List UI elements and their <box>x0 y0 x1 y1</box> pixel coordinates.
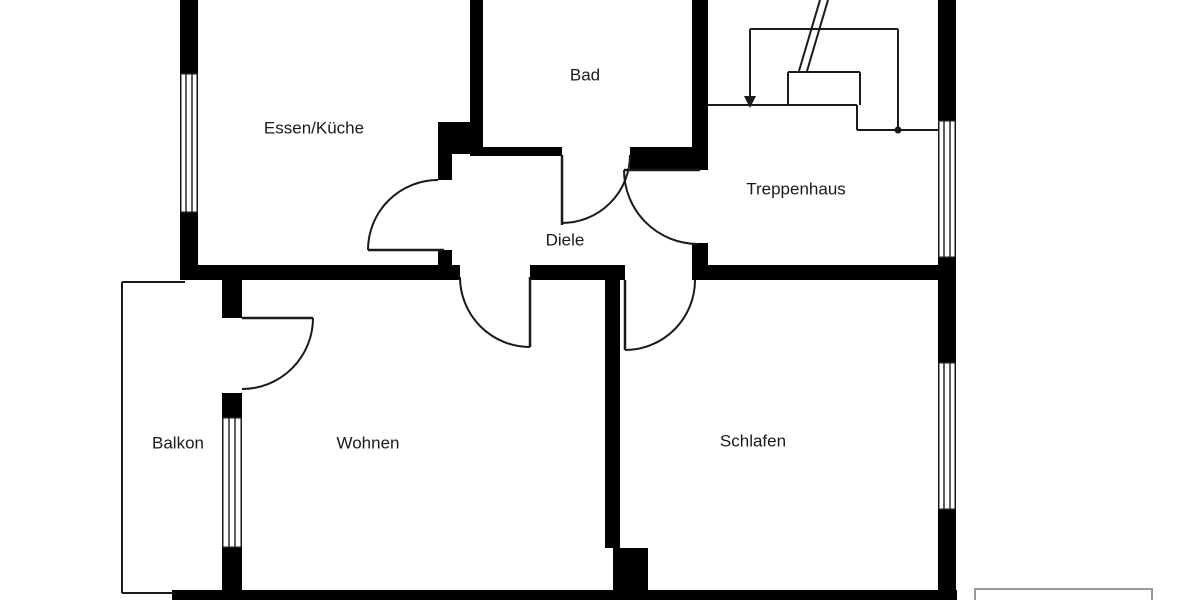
room-label-essen-kueche: Essen/Küche <box>264 119 364 138</box>
wall-segment <box>613 548 648 595</box>
wall-segment <box>180 213 198 280</box>
window-frame <box>222 417 242 548</box>
room-label-balkon: Balkon <box>152 434 204 453</box>
wall-segment <box>692 0 708 170</box>
room-label-diele: Diele <box>546 231 585 250</box>
room-label-wohnen: Wohnen <box>336 434 399 453</box>
stair-walkline-dot <box>894 126 902 134</box>
wohnen-door-arc <box>459 276 531 348</box>
room-label-schlafen: Schlafen <box>720 432 786 451</box>
stair-direction-arrow <box>744 96 756 108</box>
wall-segment <box>222 393 242 417</box>
wall-segment <box>180 0 198 73</box>
wall-segment <box>222 548 242 595</box>
bad-door-arc <box>561 154 631 224</box>
wall-segment <box>172 590 957 600</box>
room-label-treppenhaus: Treppenhaus <box>746 180 846 199</box>
schlafen-door-arc <box>624 279 696 351</box>
wall-segment <box>470 0 483 154</box>
balkon-door-arc <box>241 317 314 390</box>
wall-segment <box>470 147 562 156</box>
window-frame <box>180 73 198 213</box>
window-frame <box>938 362 956 510</box>
wall-segment <box>180 265 460 280</box>
legend-box <box>974 588 1153 600</box>
stair-line <box>806 0 829 72</box>
window-gap <box>938 362 956 510</box>
window-gap <box>938 120 956 258</box>
window-frame <box>938 120 956 258</box>
wall-segment <box>438 250 452 265</box>
window-gap <box>180 73 198 213</box>
window-gap <box>222 417 242 548</box>
entrance-door-arc <box>623 169 699 245</box>
room-label-bad: Bad <box>570 66 600 85</box>
wall-segment <box>938 258 956 362</box>
wall-segment <box>692 265 940 280</box>
stair-line <box>798 0 821 72</box>
essen-kueche-door-arc <box>367 179 439 251</box>
wall-segment <box>605 280 620 548</box>
wall-segment <box>222 280 242 318</box>
wall-segment <box>530 265 625 280</box>
wall-segment <box>938 510 956 600</box>
wall-segment <box>630 147 708 170</box>
wall-segment <box>438 154 452 180</box>
wall-segment <box>438 122 470 154</box>
wall-segment <box>938 0 956 120</box>
